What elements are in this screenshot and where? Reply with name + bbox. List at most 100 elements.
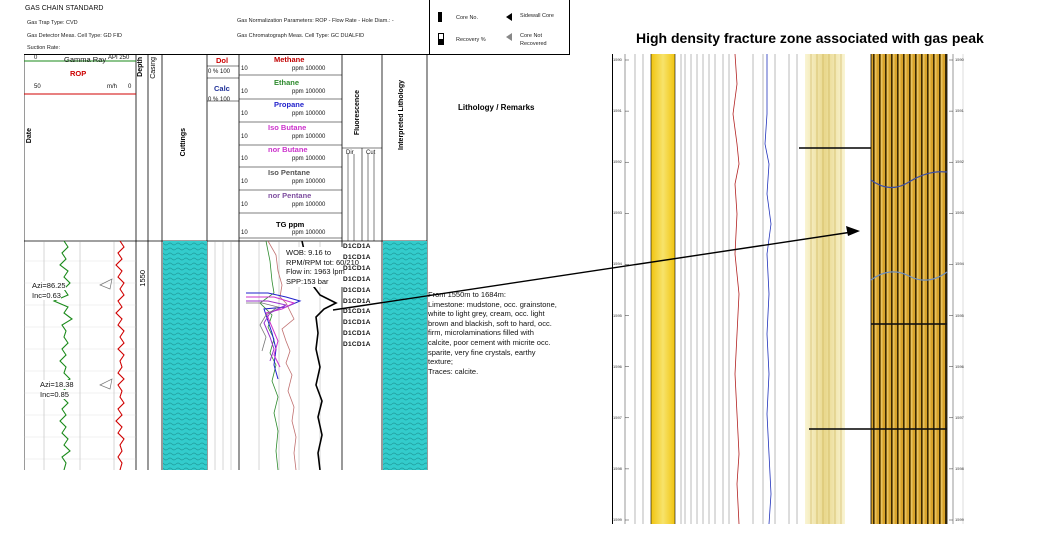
image-depth-label: 1591 xyxy=(955,108,964,114)
image-depth-label: 1598 xyxy=(955,465,964,471)
gamma-image-track xyxy=(651,54,675,524)
red-log-curve xyxy=(732,54,740,524)
remarks-line: sparite, very fine crystals, earthy xyxy=(428,347,536,357)
fluorescence-row: D1CD1A xyxy=(343,286,371,294)
fracture-sinusoid-1 xyxy=(870,171,948,189)
log-header xyxy=(24,0,570,55)
image-depth-label: 1593 xyxy=(955,210,964,216)
core-not-recovered-label: Core Not xyxy=(520,33,543,39)
dol-label: Dol xyxy=(216,56,229,65)
azimuth-marker-2 xyxy=(99,378,113,390)
drilling-info-rpm: RPM/RPM tot: 60/210 xyxy=(286,257,359,267)
gamma-max: API 250 xyxy=(108,55,130,61)
azimuth-marker-1 xyxy=(99,278,113,290)
ethane-curve xyxy=(259,241,279,470)
core-not-recovered-label-2: Recovered xyxy=(520,41,547,47)
remarks-line: calcite, poor cement with micrite occ. xyxy=(428,337,551,347)
image-depth-label: 1590 xyxy=(613,57,622,62)
image-depth-label: 1590 xyxy=(955,57,964,62)
remarks-line: Traces: calcite. xyxy=(428,366,479,376)
drilling-info-spp: SPP:153 bar xyxy=(286,276,329,286)
image-depth-label: 1591 xyxy=(613,108,622,114)
image-log-panel xyxy=(612,54,973,524)
inclination-label-1: Inc=0.63 xyxy=(32,291,61,300)
gas-track-min: 10 xyxy=(241,111,248,118)
azimuth-label-2: Azi=18.38 xyxy=(40,380,74,389)
gas-track-name: Propane xyxy=(274,100,305,110)
remarks-line: white to light grey, cream, occ. light xyxy=(428,309,545,319)
core-legend xyxy=(429,0,570,54)
gas-track-min: 10 xyxy=(241,133,248,140)
core-no-icon xyxy=(438,12,442,22)
fluorescence-row: D1CD1A xyxy=(343,308,371,316)
remarks-line: brown and blackish, soft to hard, occ. xyxy=(428,318,552,328)
iso-butane-curve xyxy=(246,296,296,368)
fluorescence-row: D1CD1A xyxy=(343,330,371,338)
gas-track-name: nor Butane xyxy=(268,145,308,155)
core-not-recovered-icon xyxy=(506,33,512,41)
chromatograph-type: Gas Chromatograph Meas. Cell Type: GC DU… xyxy=(237,33,365,39)
gas-track-name: Iso Pentane xyxy=(268,168,311,177)
gas-track-max: ppm 100000 xyxy=(292,88,326,95)
remarks-line: Limestone: mudstone, occ. grainstone, xyxy=(428,299,557,309)
image-depth-label: 1593 xyxy=(613,210,622,216)
fluorescence-row: D1CD1A xyxy=(343,253,371,261)
gas-track-min: 10 xyxy=(241,201,248,208)
image-depth-label: 1595 xyxy=(613,312,622,318)
resistivity-track xyxy=(805,54,845,524)
rop-curve xyxy=(115,241,125,470)
normalization-params: Gas Normalization Parameters: ROP - Flow… xyxy=(237,18,394,24)
image-depth-label: 1594 xyxy=(955,261,964,267)
gas-track-min: 10 xyxy=(241,179,248,185)
fluorescence-row: D1CD1A xyxy=(343,264,371,272)
drilling-info-flow: Flow in: 1963 lpm xyxy=(286,267,345,276)
drilling-info-box: WOB: 9.16 to RPM/RPM tot: 60/210 Flow in… xyxy=(284,247,366,287)
gamma-min: 0 xyxy=(34,55,38,61)
fluorescence-row: D1CD1A xyxy=(343,319,371,327)
gas-track-min: 10 xyxy=(241,66,248,72)
image-depth-label: 1595 xyxy=(955,312,964,318)
rop-max: 0 xyxy=(128,84,132,90)
gas-track-max: ppm 100000 xyxy=(292,111,326,118)
image-log-svg xyxy=(624,54,964,524)
fluorescence-dir: Dir xyxy=(346,150,354,156)
dol-scale: 0 % 100 xyxy=(208,69,231,75)
remarks-line: From 1550m to 1684m: xyxy=(428,290,506,299)
gas-track-name: Methane xyxy=(274,55,305,64)
gas-track-min: 10 xyxy=(241,156,248,163)
inclination-label-2: Inc=0.85 xyxy=(40,390,69,399)
image-depth-label: 1598 xyxy=(613,465,622,471)
suction-rate: Suction Rate: xyxy=(27,45,61,51)
gas-track-name: Iso Butane xyxy=(268,122,307,132)
recovery-label: Recovery % xyxy=(456,37,486,43)
image-depth-label: 1592 xyxy=(613,159,622,165)
gas-track-max: ppm 100000 xyxy=(292,156,326,163)
gas-trap-type: Gas Trap Type: CVD xyxy=(27,20,78,26)
image-depth-label: 1597 xyxy=(955,414,964,420)
mud-log-panel: GAS CHAIN STANDARD Gas Trap Type: CVD Ga… xyxy=(24,0,570,470)
gas-track-name: nor Pentane xyxy=(268,190,312,200)
image-log-title: High density fracture zone associated wi… xyxy=(636,30,984,46)
gas-track-max: ppm 100000 xyxy=(292,179,326,185)
header-title: GAS CHAIN STANDARD xyxy=(25,5,104,12)
azimuth-label-1: Azi=86.25 xyxy=(32,281,66,290)
gas-track-min: 10 xyxy=(241,88,248,95)
methane-curve xyxy=(267,241,297,470)
tg-min: 10 xyxy=(241,230,248,236)
lithology-remarks-header: Lithology / Remarks xyxy=(458,103,535,112)
fluorescence-row: D1CD1A xyxy=(343,341,371,349)
image-depth-label: 1592 xyxy=(955,159,964,165)
remarks-line: firm, microlaminations filled with xyxy=(428,328,534,338)
log-curves xyxy=(24,241,427,470)
tg-max: ppm 100000 xyxy=(292,230,326,236)
fluorescence-row: D1CD1A xyxy=(343,243,371,250)
gas-track-max: ppm 100000 xyxy=(292,201,326,208)
image-depth-label: 1596 xyxy=(955,363,964,369)
iso-pentane-curve xyxy=(246,302,279,352)
rop-min: 50 xyxy=(34,84,41,90)
sidewall-core-icon xyxy=(506,13,512,21)
rop-label: ROP xyxy=(70,69,87,78)
rop-unit: m/h xyxy=(107,84,118,90)
gamma-label: Gamma Ray xyxy=(64,55,107,64)
